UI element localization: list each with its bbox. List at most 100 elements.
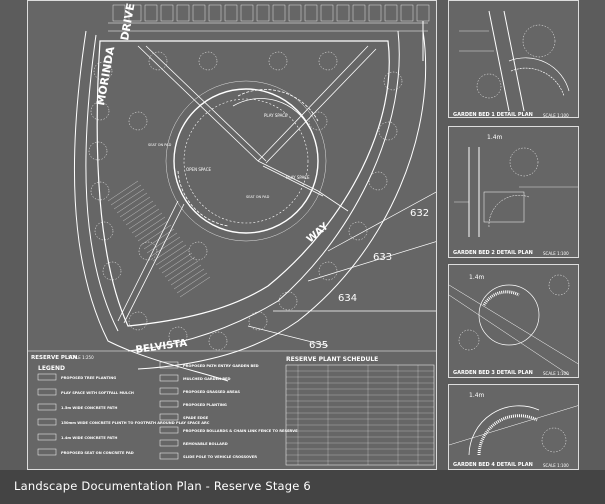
tree-symbol	[128, 311, 148, 331]
tree-symbol	[148, 51, 168, 71]
house-outline	[176, 4, 190, 22]
legend-item: MULCHED GARDEN BED	[183, 377, 231, 381]
main-plan-sheet: MORINDA DRIVE WAY BELVISTA OPEN SPACE PL…	[27, 0, 437, 470]
detail-panel-3: 1.4m GARDEN BED 3 DETAIL PLAN SCALE 1:10…	[448, 264, 579, 378]
legend-swatch	[37, 388, 57, 396]
lot-633: 633	[373, 252, 392, 263]
detail-title-2: GARDEN BED 2 DETAIL PLAN	[453, 250, 533, 256]
legend-item: PROPOSED GRASSED AREAS	[183, 390, 240, 394]
tree-symbol	[93, 61, 113, 81]
house-outline	[144, 4, 158, 22]
seat-label: SEAT ON PAD	[148, 143, 172, 147]
play-space-arc	[177, 89, 319, 227]
legend-item: REMOVABLE BOLLARD	[183, 442, 228, 446]
house-outline	[416, 4, 430, 22]
legend-swatch	[159, 400, 179, 408]
proposed-trees	[88, 51, 403, 351]
house-outline	[112, 4, 126, 22]
house-outline	[128, 4, 142, 22]
tree-symbol	[90, 181, 110, 201]
legend-item: SLIDE POLE TO VEHICLE CROSSOVER	[183, 455, 257, 459]
tree-symbol	[102, 261, 122, 281]
legend-swatch	[159, 413, 179, 421]
legend-item: PROPOSED BOLLARDS & CHAIN LINK FENCE TO …	[183, 429, 298, 433]
dim-label-1: 1.4m	[487, 134, 503, 141]
house-outline	[384, 4, 398, 22]
street-label-drive: DRIVE	[118, 2, 137, 41]
detail-scale-1: SCALE 1:100	[543, 113, 569, 118]
open-space-label: OPEN SPACE	[186, 167, 212, 172]
tree-symbol	[278, 291, 298, 311]
detail-panel-4: 1.4m GARDEN BED 4 DETAIL PLAN SCALE 1:10…	[448, 384, 579, 470]
house-outline	[288, 4, 302, 22]
play-space-label-2: PLAY SPACE	[286, 175, 310, 180]
detail-title-4: GARDEN BED 4 DETAIL PLAN	[453, 462, 533, 468]
tree-symbol	[128, 111, 148, 131]
lot-634: 634	[338, 293, 357, 304]
legend-swatch	[159, 426, 179, 434]
plan-scale: SCALE 1:250	[68, 355, 94, 360]
legend-title: LEGEND	[38, 365, 65, 372]
legend-item: PROPOSED PATH ENTRY GARDEN BED	[183, 364, 259, 368]
detail-title-3: GARDEN BED 3 DETAIL PLAN	[453, 370, 533, 376]
tree-symbol	[168, 326, 188, 346]
house-outline	[192, 4, 206, 22]
legend-swatch	[37, 373, 57, 381]
house-outline	[160, 4, 174, 22]
house-outline	[272, 4, 286, 22]
legend-swatch	[159, 387, 179, 395]
street-label-belvista: BELVISTA	[135, 338, 188, 356]
house-outline	[352, 4, 366, 22]
house-outline	[256, 4, 270, 22]
reserve-boundary	[96, 40, 390, 327]
legend-swatch	[159, 452, 179, 460]
detail-drawing-3: 1.4m	[449, 274, 578, 376]
tree-symbol	[138, 241, 158, 261]
detail-panel-2: 1.4m GARDEN BED 2 DETAIL PLAN SCALE 1:10…	[448, 126, 579, 258]
house-outline	[240, 4, 254, 22]
footer-bar: Landscape Documentation Plan - Reserve S…	[0, 470, 605, 504]
tree-symbol	[318, 51, 338, 71]
tree-symbol	[94, 221, 114, 241]
detail-drawing-4: 1.4m	[449, 392, 578, 456]
street-lines	[73, 21, 427, 382]
detail-scale-2: SCALE 1:100	[543, 251, 569, 256]
legend-item: 1.4m WIDE CONCRETE PATH	[61, 436, 117, 440]
tree-symbol	[378, 121, 398, 141]
tree-symbol	[368, 171, 388, 191]
dim-label-3: 1.4m	[469, 392, 485, 399]
detail-scale-3: SCALE 1:100	[543, 371, 569, 376]
tree-symbol	[188, 241, 208, 261]
detail-panel-1: GARDEN BED 1 DETAIL PLAN SCALE 1:100	[448, 0, 579, 118]
plan-title: RESERVE PLAN	[31, 355, 78, 361]
legend-item: PROPOSED TREE PLANTING	[61, 376, 116, 380]
footer-title: Landscape Documentation Plan - Reserve S…	[14, 479, 311, 493]
tree-symbol	[268, 51, 288, 71]
lot-boundaries	[247, 191, 436, 347]
legend-swatch	[159, 374, 179, 382]
tree-symbol	[308, 111, 328, 131]
reserve-plan-drawing: MORINDA DRIVE WAY BELVISTA OPEN SPACE PL…	[28, 2, 436, 466]
schedule-title: RESERVE PLANT SCHEDULE	[286, 356, 378, 363]
house-outline	[224, 4, 238, 22]
house-outline	[336, 4, 350, 22]
tree-symbol	[208, 331, 228, 351]
detail-scale-4: SCALE 1:100	[543, 463, 569, 468]
tree-symbol	[348, 221, 368, 241]
detail-title-1: GARDEN BED 1 DETAIL PLAN	[453, 112, 533, 118]
house-outline	[304, 4, 318, 22]
legend-col-2: PROPOSED PATH ENTRY GARDEN BED MULCHED GA…	[159, 361, 298, 460]
house-outline	[208, 4, 222, 22]
house-row	[108, 4, 430, 32]
house-outline	[320, 4, 334, 22]
legend-item: 1.5m WIDE CONCRETE PATH	[61, 406, 117, 410]
play-space-label: PLAY SPACE	[264, 113, 288, 118]
detail-drawing-2: 1.4m	[454, 134, 578, 237]
tree-symbol	[248, 311, 268, 331]
legend-swatch	[37, 403, 57, 411]
legend-swatch	[159, 439, 179, 447]
legend-item: 150mm WIDE CONCRETE PLINTH TO FOOTPATH A…	[61, 421, 210, 425]
dim-label-2: 1.4m	[469, 274, 485, 281]
plant-schedule-table	[285, 364, 435, 466]
house-outline	[400, 4, 414, 22]
